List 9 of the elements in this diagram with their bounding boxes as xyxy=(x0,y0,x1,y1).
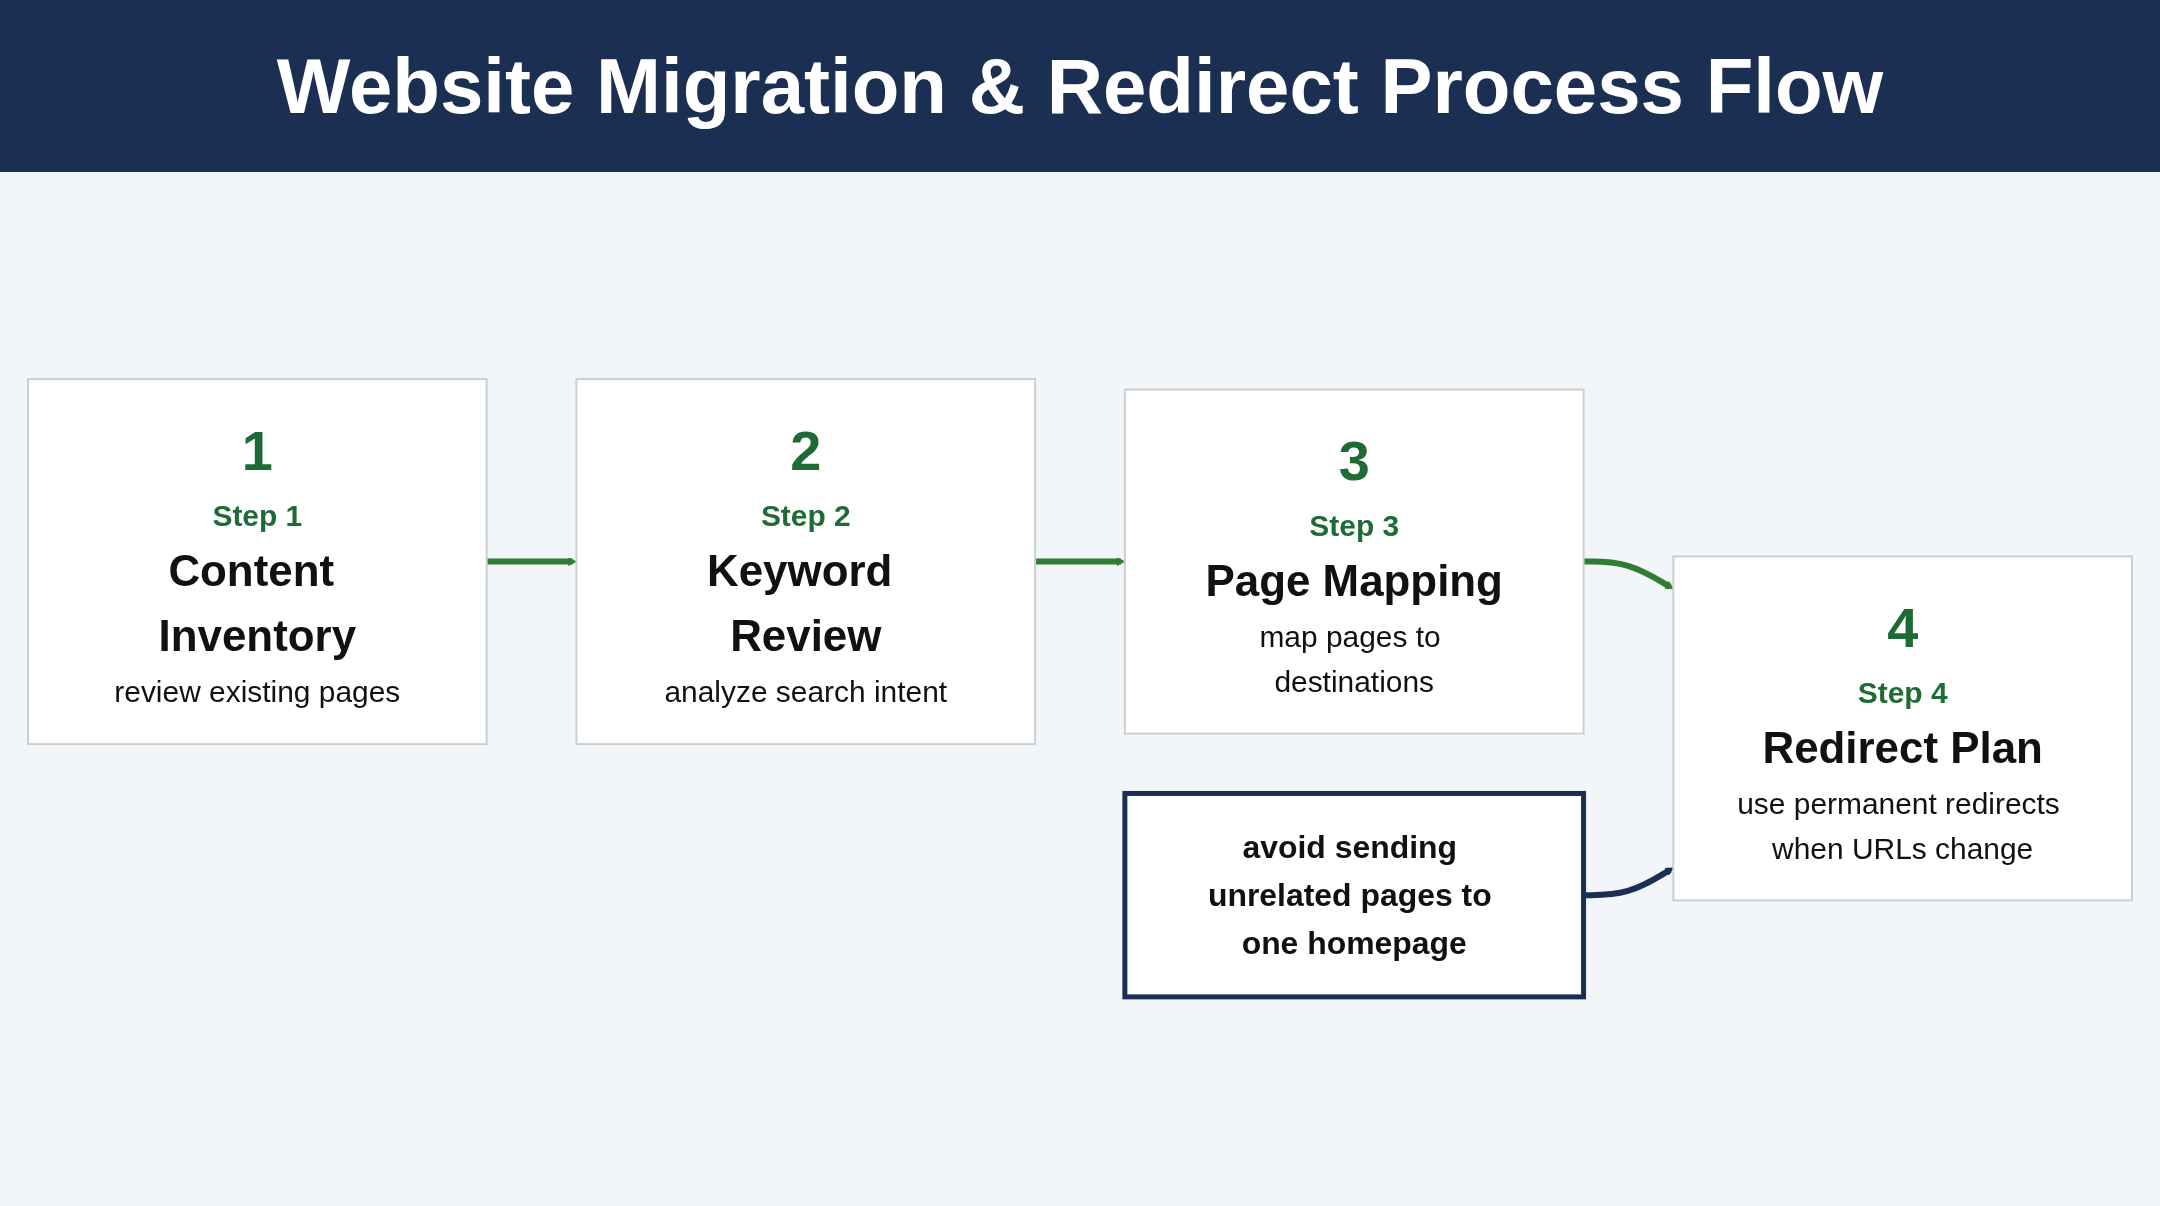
arrow xyxy=(1583,867,1674,899)
node-box: 1 Step 1 Content Inventory review existing pages xyxy=(27,378,488,746)
node-box: 3 Step 3 Page Mapping map pages to destinations xyxy=(1123,388,1585,735)
node-box: 4 Step 4 Redirect Plan use permanent redirects when URLs change xyxy=(1672,555,2133,902)
arrow xyxy=(1583,558,1674,590)
node-box: 2 Step 2 Keyword Review analyze search intent xyxy=(575,378,1037,746)
node-box: avoid sending unrelated pages to one homepage xyxy=(1122,790,1587,1000)
arrow xyxy=(486,557,577,566)
title: Website Migration & Redirect Process Flow xyxy=(0,0,2160,172)
